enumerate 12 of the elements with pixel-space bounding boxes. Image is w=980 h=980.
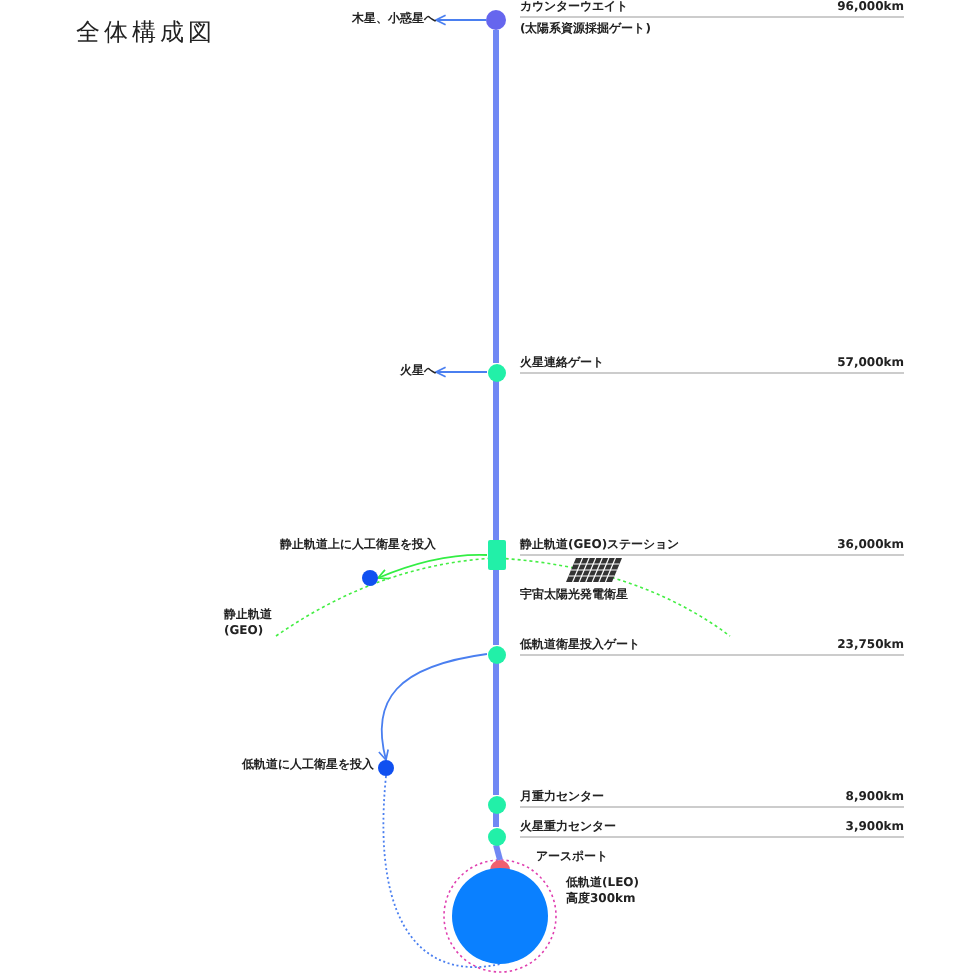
tether-line bbox=[493, 663, 499, 795]
arrow bbox=[377, 553, 488, 580]
tether-line bbox=[493, 813, 499, 827]
tether-line bbox=[493, 381, 499, 540]
arrow bbox=[378, 653, 488, 761]
tether-line bbox=[493, 30, 499, 363]
tether-line bbox=[493, 570, 499, 645]
tether-line bbox=[493, 844, 503, 861]
dotted-line bbox=[382, 775, 501, 968]
arrow bbox=[435, 366, 488, 378]
diagram-title: 全体構成図 bbox=[76, 16, 216, 50]
arrow bbox=[435, 14, 487, 26]
